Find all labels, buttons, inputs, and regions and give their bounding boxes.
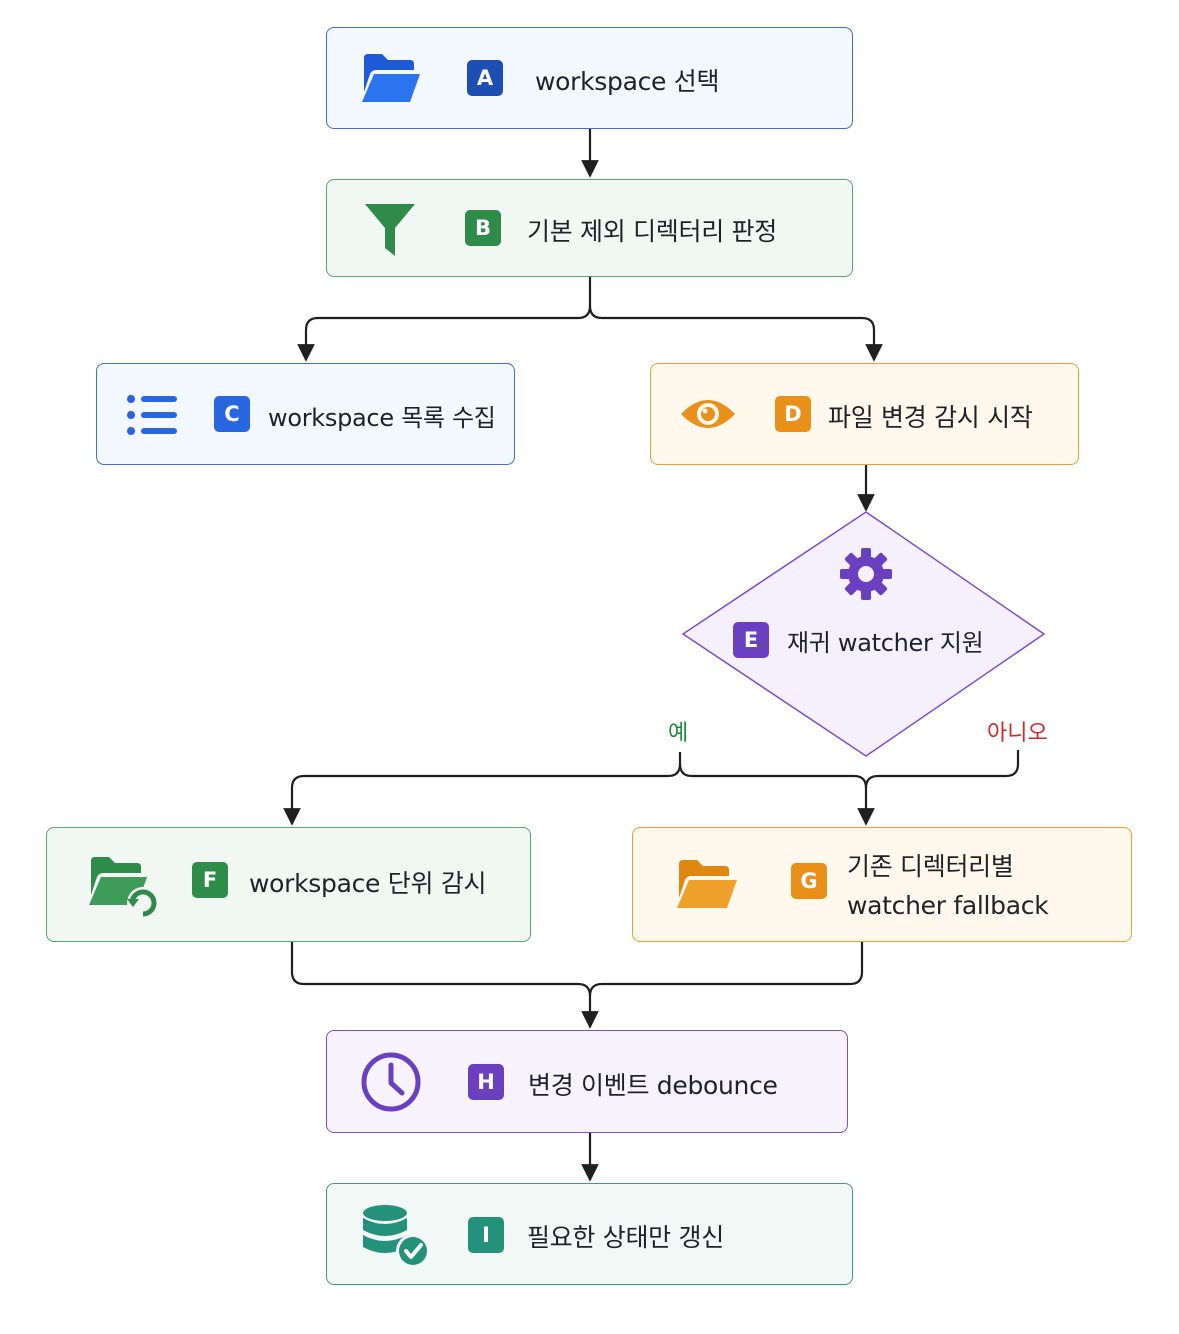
- badge-i: I: [468, 1217, 504, 1253]
- badge-b: B: [465, 210, 501, 246]
- badge-c: C: [214, 396, 250, 432]
- node-i: I 필요한 상태만 갱신: [326, 1183, 853, 1285]
- edge-b-d: [588, 305, 883, 362]
- label-f: workspace 단위 감시: [249, 869, 487, 898]
- eye-icon: [681, 400, 735, 428]
- folder-open-icon: [362, 54, 420, 102]
- label-d: 파일 변경 감시 시작: [828, 403, 1033, 432]
- edge-label-no: 아니오: [987, 721, 1048, 746]
- badge-g: G: [791, 863, 827, 899]
- label-a: workspace 선택: [535, 67, 720, 96]
- node-g: G 기존 디렉터리별 watcher fallback: [632, 827, 1132, 942]
- label-g-line1: 기존 디렉터리별: [847, 852, 1014, 881]
- label-i: 필요한 상태만 갱신: [527, 1223, 724, 1252]
- node-c: C workspace 목록 수집: [96, 363, 515, 465]
- badge-f: F: [192, 862, 228, 898]
- label-b: 기본 제외 디렉터리 판정: [527, 217, 777, 246]
- database-check-icon: [363, 1205, 430, 1268]
- list-icon: [127, 395, 177, 435]
- filter-icon: [365, 204, 415, 256]
- edge-e-g: [864, 750, 1020, 789]
- edge-label-yes: 예: [668, 721, 689, 746]
- gear-icon: [840, 548, 892, 600]
- node-h: H 변경 이벤트 debounce: [326, 1030, 848, 1133]
- edge-e-g-joint: [678, 763, 875, 826]
- badge-d: D: [775, 396, 811, 432]
- clock-icon: [361, 1052, 421, 1112]
- edge-e-f: [283, 752, 682, 826]
- folder-sync-icon: [89, 857, 159, 919]
- label-h: 변경 이벤트 debounce: [528, 1071, 778, 1100]
- badge-e: E: [733, 622, 769, 658]
- edge-b-c: [297, 277, 592, 362]
- badge-h: H: [468, 1064, 504, 1100]
- decision-e-shape: [681, 511, 1046, 757]
- node-d: D 파일 변경 감시 시작: [650, 363, 1079, 465]
- node-f: F workspace 단위 감시: [46, 827, 531, 942]
- folder-icon: [677, 860, 737, 908]
- label-c: workspace 목록 수집: [268, 404, 496, 432]
- label-g-line2: watcher fallback: [847, 891, 1049, 920]
- edge-g-h: [588, 942, 864, 997]
- badge-a: A: [467, 60, 503, 96]
- node-a: A workspace 선택: [326, 27, 853, 129]
- label-e: 재귀 watcher 지원: [787, 629, 984, 657]
- node-b: B 기본 제외 디렉터리 판정: [326, 179, 853, 277]
- edge-f-h: [290, 942, 599, 1029]
